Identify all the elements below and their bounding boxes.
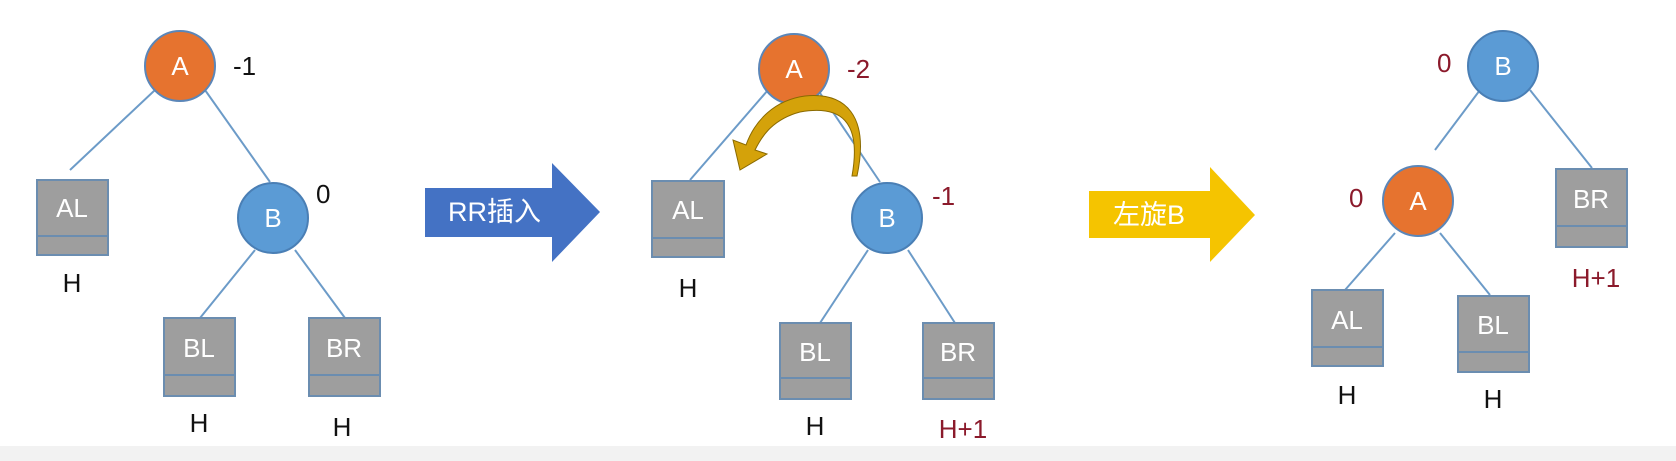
edge-a-al bbox=[689, 89, 769, 181]
node-a: A bbox=[144, 30, 216, 102]
node-b-label: B bbox=[1494, 51, 1511, 81]
node-a-label: A bbox=[785, 54, 803, 84]
edge-a-b bbox=[204, 89, 271, 183]
edge-b-bl bbox=[819, 249, 869, 324]
node-b-balance: 0 bbox=[1437, 48, 1451, 78]
subtree-bl-height: H bbox=[1484, 384, 1503, 414]
edge-b-bl bbox=[199, 249, 256, 319]
subtree-al-label: AL bbox=[672, 195, 704, 225]
node-b: B bbox=[1467, 30, 1539, 102]
subtree-bl-label: BL bbox=[1477, 310, 1509, 340]
subtree-bl-height: H bbox=[190, 408, 209, 438]
edge-a-al bbox=[1344, 232, 1396, 291]
subtree-al-height: H bbox=[679, 273, 698, 303]
node-a-label: A bbox=[171, 51, 189, 81]
right-arrow-icon bbox=[425, 163, 600, 262]
rotation-arrow-icon bbox=[732, 95, 861, 177]
subtree-br: BR bbox=[308, 317, 381, 397]
edge-b-a bbox=[1434, 89, 1481, 151]
subtree-bl: BL bbox=[163, 317, 236, 397]
edge-b-br bbox=[907, 249, 956, 324]
edge-a-al bbox=[69, 89, 156, 171]
node-a-balance: -2 bbox=[847, 54, 870, 84]
step-arrow-rr-insert-label: RR插入 bbox=[448, 197, 541, 227]
subtree-bl-label: BL bbox=[183, 333, 215, 363]
subtree-br-height: H bbox=[333, 412, 352, 442]
panel-after-insert: A -2 B -1 AL H BL H BR H+1 bbox=[651, 33, 995, 444]
node-b-label: B bbox=[878, 203, 895, 233]
step-arrow-rr-insert: RR插入 bbox=[425, 163, 600, 262]
panel-after-rotation: B 0 A 0 BR H+1 AL H BL H bbox=[1311, 30, 1628, 414]
subtree-al-label: AL bbox=[1331, 305, 1363, 335]
subtree-br-height: H+1 bbox=[939, 414, 987, 444]
subtree-br-label: BR bbox=[940, 337, 976, 367]
panel-before-insert: A -1 B 0 AL H BL H BR H bbox=[36, 30, 381, 442]
right-arrow-icon bbox=[1089, 167, 1255, 262]
step-arrow-rotate-left-label: 左旋B bbox=[1113, 200, 1185, 230]
subtree-bl: BL bbox=[1457, 295, 1530, 373]
step-arrow-rotate-left: 左旋B bbox=[1089, 167, 1255, 262]
subtree-br-height: H+1 bbox=[1572, 263, 1620, 293]
subtree-bl-label: BL bbox=[799, 337, 831, 367]
node-b-balance: 0 bbox=[316, 179, 330, 209]
subtree-bl: BL bbox=[779, 322, 852, 400]
subtree-br-label: BR bbox=[1573, 184, 1609, 214]
node-a: A bbox=[1382, 165, 1454, 237]
node-a-label: A bbox=[1409, 186, 1427, 216]
node-a-balance: -1 bbox=[233, 51, 256, 81]
subtree-al: AL bbox=[651, 180, 725, 258]
subtree-br-label: BR bbox=[326, 333, 362, 363]
node-b-balance: -1 bbox=[932, 181, 955, 211]
subtree-bl-height: H bbox=[806, 411, 825, 441]
edge-b-br bbox=[294, 249, 346, 319]
node-a: A bbox=[758, 33, 830, 105]
edge-a-bl bbox=[1439, 232, 1491, 296]
edge-b-br bbox=[1529, 89, 1593, 169]
bottom-band bbox=[0, 446, 1676, 461]
subtree-al: AL bbox=[36, 179, 109, 256]
subtree-al-height: H bbox=[63, 268, 82, 298]
subtree-al-height: H bbox=[1338, 380, 1357, 410]
subtree-br: BR bbox=[1555, 168, 1628, 248]
node-b: B bbox=[851, 182, 923, 254]
subtree-br: BR bbox=[922, 322, 995, 400]
node-b-label: B bbox=[264, 203, 281, 233]
subtree-al-label: AL bbox=[56, 193, 88, 223]
subtree-al: AL bbox=[1311, 289, 1384, 367]
node-a-balance: 0 bbox=[1349, 183, 1363, 213]
node-b: B bbox=[237, 182, 309, 254]
